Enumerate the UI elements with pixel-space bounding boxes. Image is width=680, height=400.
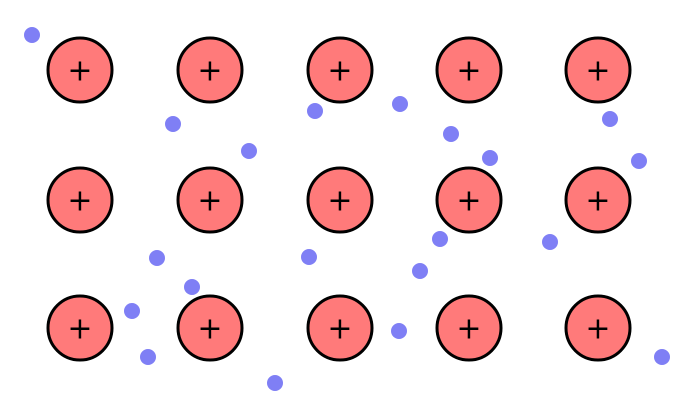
ion-charge-sign: + <box>67 54 92 89</box>
electron <box>124 303 140 319</box>
ion-circle <box>46 294 114 362</box>
ion-charge-sign: + <box>67 312 92 347</box>
electron <box>149 250 165 266</box>
ion-circle <box>176 294 244 362</box>
electron <box>267 375 283 391</box>
electron <box>391 323 407 339</box>
ion-circle <box>46 166 114 234</box>
electron <box>140 349 156 365</box>
positive-ion: + <box>435 294 503 362</box>
ion-circle <box>176 166 244 234</box>
ion-charge-sign: + <box>456 54 481 89</box>
electron <box>301 249 317 265</box>
electron <box>392 96 408 112</box>
ion-charge-sign: + <box>67 184 92 219</box>
ion-charge-sign: + <box>197 184 222 219</box>
electron <box>482 150 498 166</box>
ion-charge-sign: + <box>456 312 481 347</box>
electron <box>24 27 40 43</box>
ion-circle <box>306 166 374 234</box>
ion-circle <box>435 294 503 362</box>
positive-ion: + <box>176 294 244 362</box>
positive-ion: + <box>564 36 632 104</box>
electron <box>432 231 448 247</box>
ion-charge-sign: + <box>585 54 610 89</box>
electron <box>542 234 558 250</box>
ion-charge-sign: + <box>327 312 352 347</box>
ion-circle <box>306 294 374 362</box>
ion-charge-sign: + <box>197 312 222 347</box>
positive-ion: + <box>46 36 114 104</box>
ion-circle <box>564 294 632 362</box>
ion-circle <box>176 36 244 104</box>
positive-ion: + <box>306 294 374 362</box>
positive-ion: + <box>435 36 503 104</box>
ion-charge-sign: + <box>327 54 352 89</box>
positive-ion: + <box>46 294 114 362</box>
electron <box>165 116 181 132</box>
positive-ion: + <box>306 36 374 104</box>
ion-circle <box>46 36 114 104</box>
ion-circle <box>435 36 503 104</box>
ion-charge-sign: + <box>585 184 610 219</box>
positive-ion-lattice: + + + + + + + + + + + + + + + <box>46 36 632 362</box>
ion-circle <box>564 36 632 104</box>
electron <box>412 263 428 279</box>
electron <box>631 153 647 169</box>
ion-circle <box>564 166 632 234</box>
positive-ion: + <box>176 36 244 104</box>
ion-charge-sign: + <box>456 184 481 219</box>
ion-circle <box>306 36 374 104</box>
free-electron-cloud <box>24 27 670 391</box>
ion-charge-sign: + <box>585 312 610 347</box>
ion-circle <box>435 166 503 234</box>
positive-ion: + <box>435 166 503 234</box>
electron <box>602 111 618 127</box>
electron <box>307 103 323 119</box>
electron <box>241 143 257 159</box>
positive-ion: + <box>564 294 632 362</box>
ion-charge-sign: + <box>197 54 222 89</box>
electron <box>184 279 200 295</box>
electron <box>654 349 670 365</box>
positive-ion: + <box>306 166 374 234</box>
positive-ion: + <box>176 166 244 234</box>
positive-ion: + <box>564 166 632 234</box>
ion-charge-sign: + <box>327 184 352 219</box>
electron <box>443 126 459 142</box>
positive-ion: + <box>46 166 114 234</box>
